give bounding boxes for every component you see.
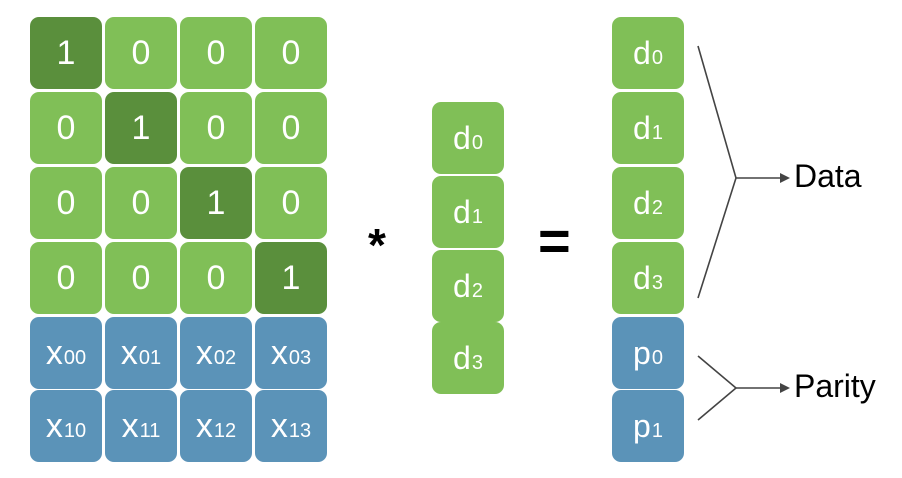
matrix-cell: 0	[255, 92, 327, 164]
matrix-cell: 1	[255, 242, 327, 314]
data-brace	[697, 45, 737, 299]
matrix-cell: 0	[30, 167, 102, 239]
matrix-cell: 1	[105, 92, 177, 164]
matrix-cell: 1	[180, 167, 252, 239]
multiply-symbol: *	[368, 219, 386, 271]
matrix-cell: 0	[105, 17, 177, 89]
matrix-cell: 0	[180, 17, 252, 89]
data-label: Data	[794, 158, 862, 194]
matrix-cell: 0	[105, 167, 177, 239]
matrix-cell: 0	[105, 242, 177, 314]
matrix-cell: 0	[180, 242, 252, 314]
parity-arrow-head	[780, 383, 790, 393]
matrix-cell: 0	[30, 242, 102, 314]
matrix-cell: 0	[180, 92, 252, 164]
parity-brace	[697, 355, 738, 421]
parity-label: Parity	[794, 368, 876, 404]
matrix-cell: 0	[255, 17, 327, 89]
matrix-cell: 0	[30, 92, 102, 164]
matrix-cell: 1	[30, 17, 102, 89]
data-arrow-head	[780, 173, 790, 183]
equals-symbol: =	[538, 209, 571, 272]
matrix-cell: 0	[255, 167, 327, 239]
